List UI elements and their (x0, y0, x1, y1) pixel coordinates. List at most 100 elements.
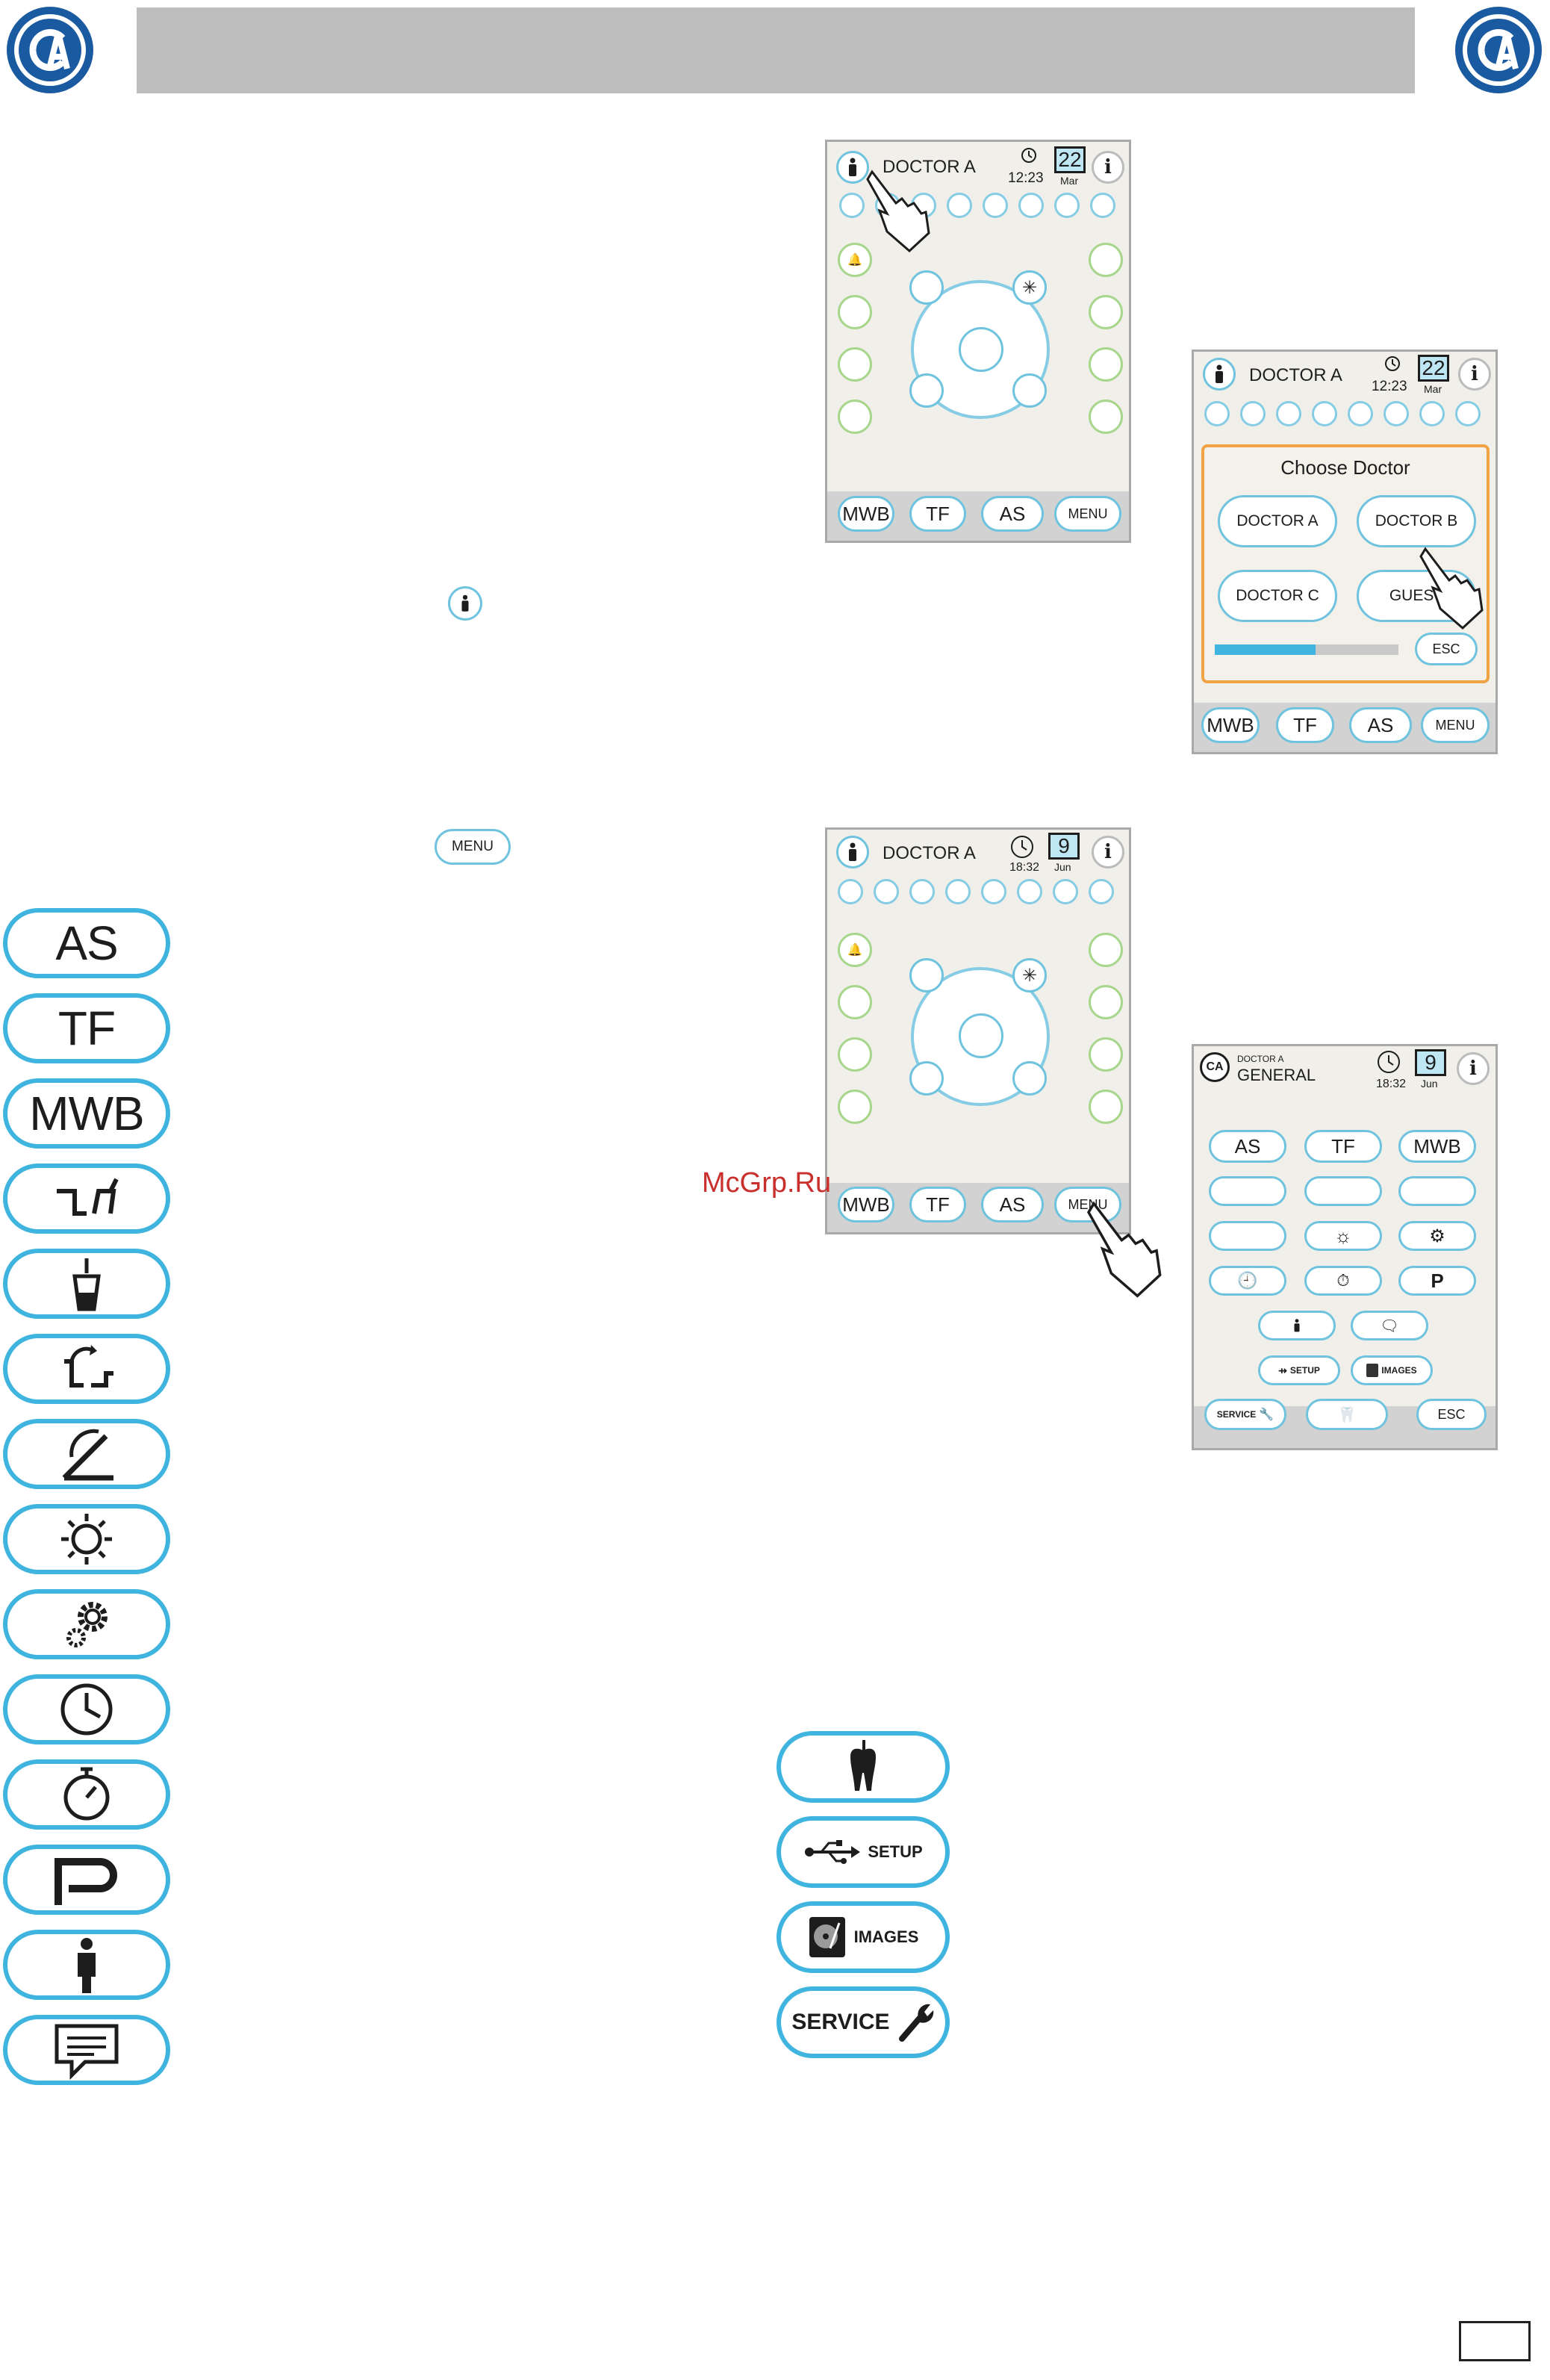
tf-button[interactable]: TF (909, 496, 966, 532)
wrench-icon (898, 2004, 933, 2042)
info-button[interactable]: i (1457, 1052, 1490, 1085)
status-dot[interactable] (1348, 401, 1373, 426)
settings-button[interactable]: ⚙ (1398, 1221, 1476, 1251)
info-button[interactable]: i (1092, 151, 1124, 184)
bell-button[interactable]: 🔔 (838, 243, 872, 277)
bell-button[interactable]: 🔔 (838, 933, 872, 967)
mwb-button[interactable]: MWB (1201, 707, 1260, 743)
status-dot[interactable] (983, 193, 1008, 218)
info-button[interactable]: i (1458, 358, 1491, 391)
clock-button[interactable]: 🕘 (1209, 1266, 1286, 1296)
status-dot[interactable] (1312, 401, 1337, 426)
menu-button[interactable]: MENU (1421, 707, 1490, 743)
timer-button[interactable]: ⏱ (1304, 1266, 1382, 1296)
lamp-button[interactable] (1089, 243, 1123, 277)
status-dot[interactable] (945, 879, 971, 904)
status-dot[interactable] (1419, 401, 1445, 426)
status-dot[interactable] (874, 879, 899, 904)
cup-fill-button[interactable] (1304, 1176, 1382, 1206)
mwb-button[interactable]: MWB (838, 1187, 894, 1222)
info-icon: i (1471, 363, 1478, 385)
menu-button[interactable]: MENU (1054, 496, 1121, 532)
esc-button[interactable]: ESC (1416, 1399, 1487, 1430)
trendelenburg-button[interactable] (1012, 1061, 1047, 1096)
tf-button[interactable]: TF (1276, 707, 1334, 743)
status-dot[interactable] (947, 193, 972, 218)
doctor-select-button[interactable] (836, 836, 869, 869)
bowl-position-button[interactable] (838, 400, 872, 434)
tf-button[interactable]: TF (1304, 1130, 1382, 1163)
setup-button[interactable]: ⇸SETUP (1258, 1355, 1340, 1385)
status-dot[interactable] (838, 879, 863, 904)
info-icon: i (1469, 1057, 1477, 1080)
status-dot[interactable] (1384, 401, 1409, 426)
doctor-b-option[interactable]: DOCTOR B (1357, 495, 1476, 547)
as-button[interactable]: AS (1349, 707, 1412, 743)
as-button[interactable]: AS (981, 1187, 1044, 1222)
wheel-center[interactable] (959, 327, 1003, 372)
lamp-button[interactable] (1089, 933, 1123, 967)
cup-button[interactable] (1089, 1037, 1123, 1072)
status-dot[interactable] (1240, 401, 1266, 426)
mwb-button[interactable]: MWB (1398, 1130, 1476, 1163)
bowl-position-button[interactable] (1209, 1176, 1286, 1206)
bowl-rinse-button[interactable] (838, 1037, 872, 1072)
messages-button[interactable]: 🗨 (1351, 1311, 1428, 1340)
last-position-button[interactable] (909, 373, 944, 408)
chair-angle-button[interactable] (1209, 1221, 1286, 1251)
cup-button[interactable] (1089, 347, 1123, 382)
setup-label: SETUP (868, 1842, 923, 1861)
cup-fill-button[interactable] (838, 295, 872, 329)
status-dot[interactable] (1090, 193, 1115, 218)
zero-position-button[interactable] (909, 958, 944, 992)
light-button[interactable]: ✳ (1012, 270, 1047, 305)
status-dot[interactable] (1276, 401, 1301, 426)
images-button[interactable]: IMAGES (1351, 1355, 1433, 1385)
program-button[interactable]: P (1398, 1266, 1476, 1296)
status-dot[interactable] (909, 879, 935, 904)
mwb-button[interactable]: MWB (838, 496, 894, 532)
as-button[interactable]: AS (981, 496, 1044, 532)
service-button[interactable]: SERVICE🔧 (1204, 1399, 1286, 1430)
date-month: Mar (1060, 175, 1079, 187)
operating-light-button[interactable] (1089, 295, 1123, 329)
status-dot[interactable] (1053, 879, 1078, 904)
bowl-position-button[interactable] (838, 1090, 872, 1124)
light-button[interactable]: ✳ (1012, 958, 1047, 992)
status-dot[interactable] (1018, 193, 1044, 218)
status-dot[interactable] (981, 879, 1006, 904)
tf-button[interactable]: TF (909, 1187, 966, 1222)
doctor-button[interactable] (1258, 1311, 1336, 1340)
doctor-a-option[interactable]: DOCTOR A (1218, 495, 1337, 547)
bowl-rinse-button[interactable] (1398, 1176, 1476, 1206)
status-dot[interactable] (1455, 401, 1481, 426)
legend-bowl-rinse-button (3, 1334, 170, 1404)
date-day: 22 (1418, 355, 1449, 382)
cup-fill-button[interactable] (838, 985, 872, 1019)
status-dot[interactable] (1089, 879, 1114, 904)
last-position-button[interactable] (909, 1061, 944, 1096)
status-dot[interactable] (1054, 193, 1080, 218)
doctor-c-option[interactable]: DOCTOR C (1218, 570, 1337, 622)
clock-time: 18:32 (1376, 1078, 1407, 1090)
info-button[interactable]: i (1092, 836, 1124, 869)
tooth-button[interactable]: 🦷 (1306, 1399, 1388, 1430)
doctor-select-button[interactable] (1203, 358, 1236, 391)
legend-chair-angle-button (3, 1419, 170, 1489)
bowl-rinse-button[interactable] (838, 347, 872, 382)
menu-section-title: GENERAL (1237, 1066, 1316, 1084)
chair-exit-button[interactable] (1089, 1090, 1123, 1124)
legend-cup-fill-button (3, 1249, 170, 1319)
as-button[interactable]: AS (1209, 1130, 1286, 1163)
zero-position-button[interactable] (909, 270, 944, 305)
status-dot[interactable] (839, 193, 865, 218)
operating-light-button[interactable] (1089, 985, 1123, 1019)
doctor-select-button[interactable] (836, 151, 869, 184)
esc-button[interactable]: ESC (1415, 633, 1478, 665)
chair-exit-button[interactable] (1089, 400, 1123, 434)
trendelenburg-button[interactable] (1012, 373, 1047, 408)
brightness-button[interactable]: ☼ (1304, 1221, 1382, 1251)
status-dot[interactable] (1204, 401, 1230, 426)
status-dot[interactable] (1017, 879, 1042, 904)
wheel-center[interactable] (959, 1013, 1003, 1058)
